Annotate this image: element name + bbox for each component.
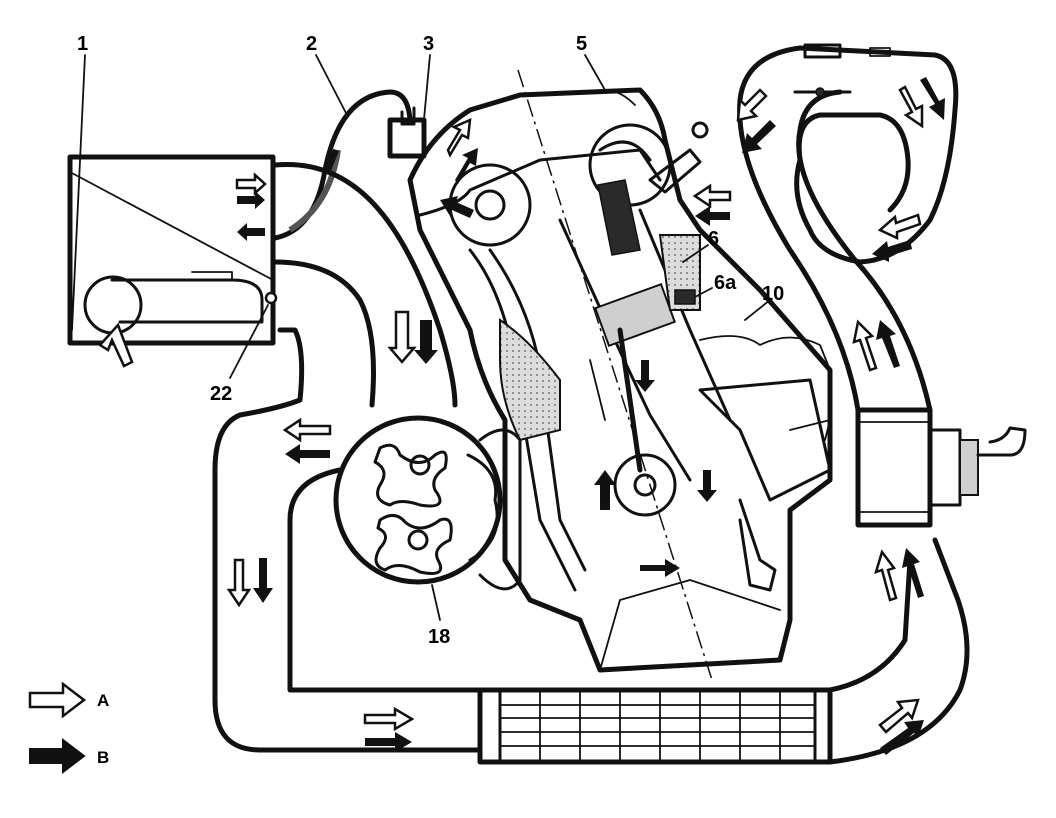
callout-22: 22 xyxy=(210,383,232,405)
callout-2: 2 xyxy=(306,33,317,55)
intake-plenum xyxy=(793,43,959,265)
turbocharger xyxy=(333,415,522,591)
flow-arrows xyxy=(226,77,945,755)
vent-hose-2 xyxy=(272,89,413,241)
callout-18: 18 xyxy=(428,626,450,648)
leader-lines xyxy=(71,54,771,621)
intercooler xyxy=(477,537,970,765)
legend-label-b: B xyxy=(97,748,109,767)
sensor-22 xyxy=(264,291,278,305)
legend-label-a: A xyxy=(97,691,109,710)
callout-10: 10 xyxy=(762,283,784,305)
engine-block xyxy=(407,69,833,681)
legend-arrow-b xyxy=(29,737,86,775)
valve-3 xyxy=(387,106,427,159)
callout-5: 5 xyxy=(576,33,587,55)
callout-3: 3 xyxy=(423,33,434,55)
callout-1: 1 xyxy=(77,33,88,55)
filter-inlet-arrow xyxy=(98,322,134,368)
legend-arrow-a xyxy=(28,681,87,719)
legend: A B xyxy=(28,681,109,775)
charge-pipe-right xyxy=(737,45,933,413)
callout-6a: 6a xyxy=(714,272,737,294)
charge-pipe-left xyxy=(212,327,483,753)
throttle-body xyxy=(855,407,1027,528)
callout-6: 6 xyxy=(708,228,719,250)
intake-duct xyxy=(272,161,458,408)
